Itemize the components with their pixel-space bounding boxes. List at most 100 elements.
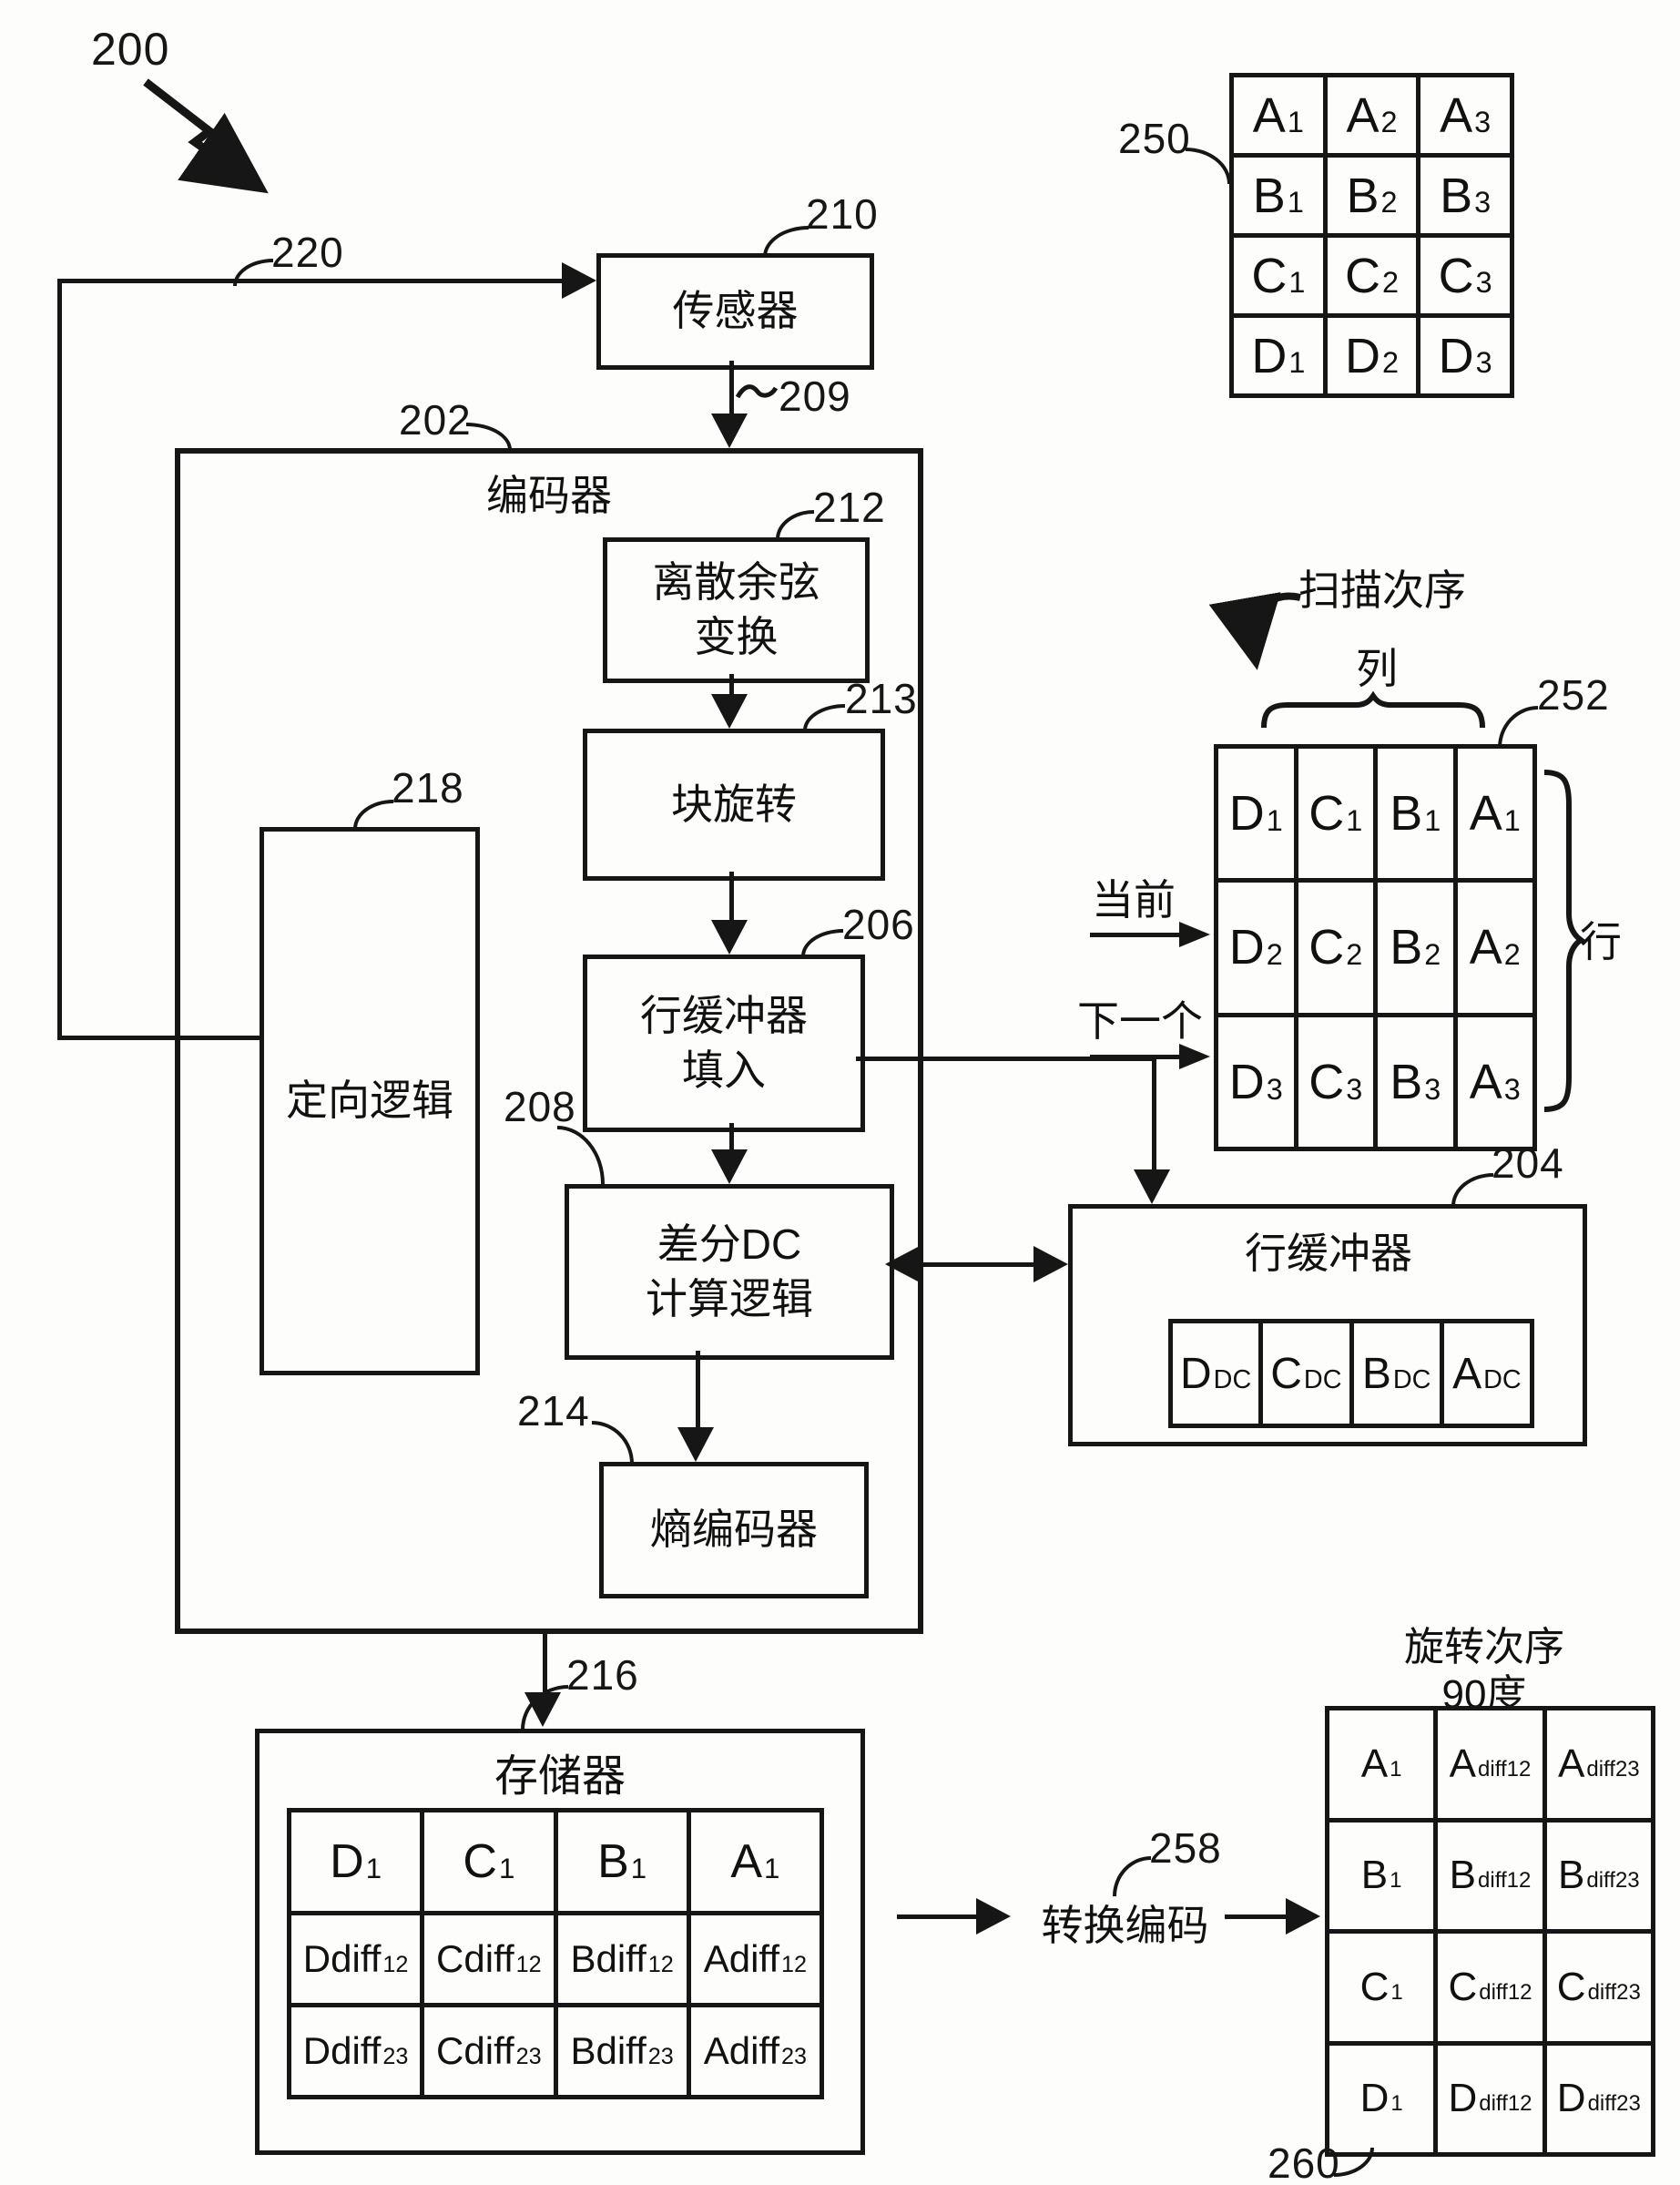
feedback-line-left (57, 279, 62, 1040)
current-label: 当前 (1092, 876, 1176, 924)
scan-order-hook-arrow-icon (1208, 592, 1301, 670)
next-arrowhead (1179, 1044, 1210, 1069)
scan-order-label: 扫描次序 (1298, 567, 1466, 614)
current-arrow-line (1090, 933, 1181, 937)
row-buffer-title: 行缓冲器 (1245, 1230, 1412, 1277)
diffdc-to-entropy-line (696, 1351, 700, 1429)
ref-208: 208 (504, 1083, 576, 1130)
ref-202: 202 (399, 396, 472, 444)
zigzag-arrow-icon (143, 78, 269, 194)
encoder-to-memory-line (543, 1634, 547, 1694)
ref-210: 210 (806, 190, 879, 238)
encoder-box (175, 448, 923, 1634)
fill-to-diffdc-line (729, 1123, 734, 1152)
diffdc-rowbuffer-line (918, 1262, 1036, 1267)
feedback-line-bottom (57, 1036, 260, 1040)
leader-252 (1498, 706, 1538, 748)
diff-dc-box: 差分DC 计算逻辑 (565, 1184, 894, 1360)
ref-218: 218 (392, 764, 464, 812)
dct-to-rotate-arrowhead (711, 694, 748, 729)
next-arrow-line (1090, 1055, 1181, 1059)
ref-213: 213 (845, 675, 918, 722)
rotate-to-fill-arrowhead (711, 920, 748, 955)
leader-250 (1186, 148, 1231, 184)
fill-to-rowbuffer-arrowhead (1134, 1169, 1170, 1204)
dct-box: 离散余弦 变换 (603, 537, 870, 683)
fill-to-diffdc-arrowhead (711, 1149, 748, 1184)
column-label: 列 (1356, 645, 1398, 692)
diffdc-rowbuffer-arrowhead-left (885, 1246, 920, 1282)
memory-title: 存储器 (494, 1752, 626, 1801)
ref-252: 252 (1537, 671, 1610, 719)
transcode-to-grid-line (1225, 1914, 1288, 1919)
fill-to-rowbuffer-vline (1152, 1057, 1156, 1169)
memory-to-transcode-line (897, 1914, 979, 1919)
ref-216: 216 (566, 1651, 639, 1699)
sensor-out-line (729, 361, 734, 415)
diff-dc-line2: 计算逻辑 (646, 1274, 813, 1322)
ref-250: 250 (1118, 115, 1191, 162)
diff-dc-line1: 差分DC (657, 1220, 802, 1268)
diffdc-rowbuffer-arrowhead-right (1033, 1246, 1068, 1282)
ref-200: 200 (91, 24, 170, 75)
encoder-title: 编码器 (486, 472, 612, 519)
dct-label-line2: 变换 (694, 613, 779, 660)
leader-210 (763, 226, 809, 257)
dct-label-line1: 离散余弦 (652, 558, 820, 607)
orientation-logic-box: 定向逻辑 (260, 827, 480, 1375)
ref-212: 212 (813, 484, 886, 531)
orientation-logic-label: 定向逻辑 (286, 1077, 453, 1125)
transcode-label: 转换编码 (1041, 1902, 1209, 1949)
row-brace-icon (1543, 770, 1586, 1112)
column-brace-icon (1261, 690, 1485, 729)
entropy-box: 熵编码器 (599, 1462, 869, 1598)
memory-to-transcode-arrowhead (976, 1898, 1011, 1935)
leader-258 (1113, 1856, 1151, 1896)
ref-258: 258 (1149, 1824, 1222, 1872)
ref-206: 206 (842, 901, 915, 948)
entropy-label: 熵编码器 (650, 1506, 818, 1554)
leader-220 (233, 259, 273, 286)
